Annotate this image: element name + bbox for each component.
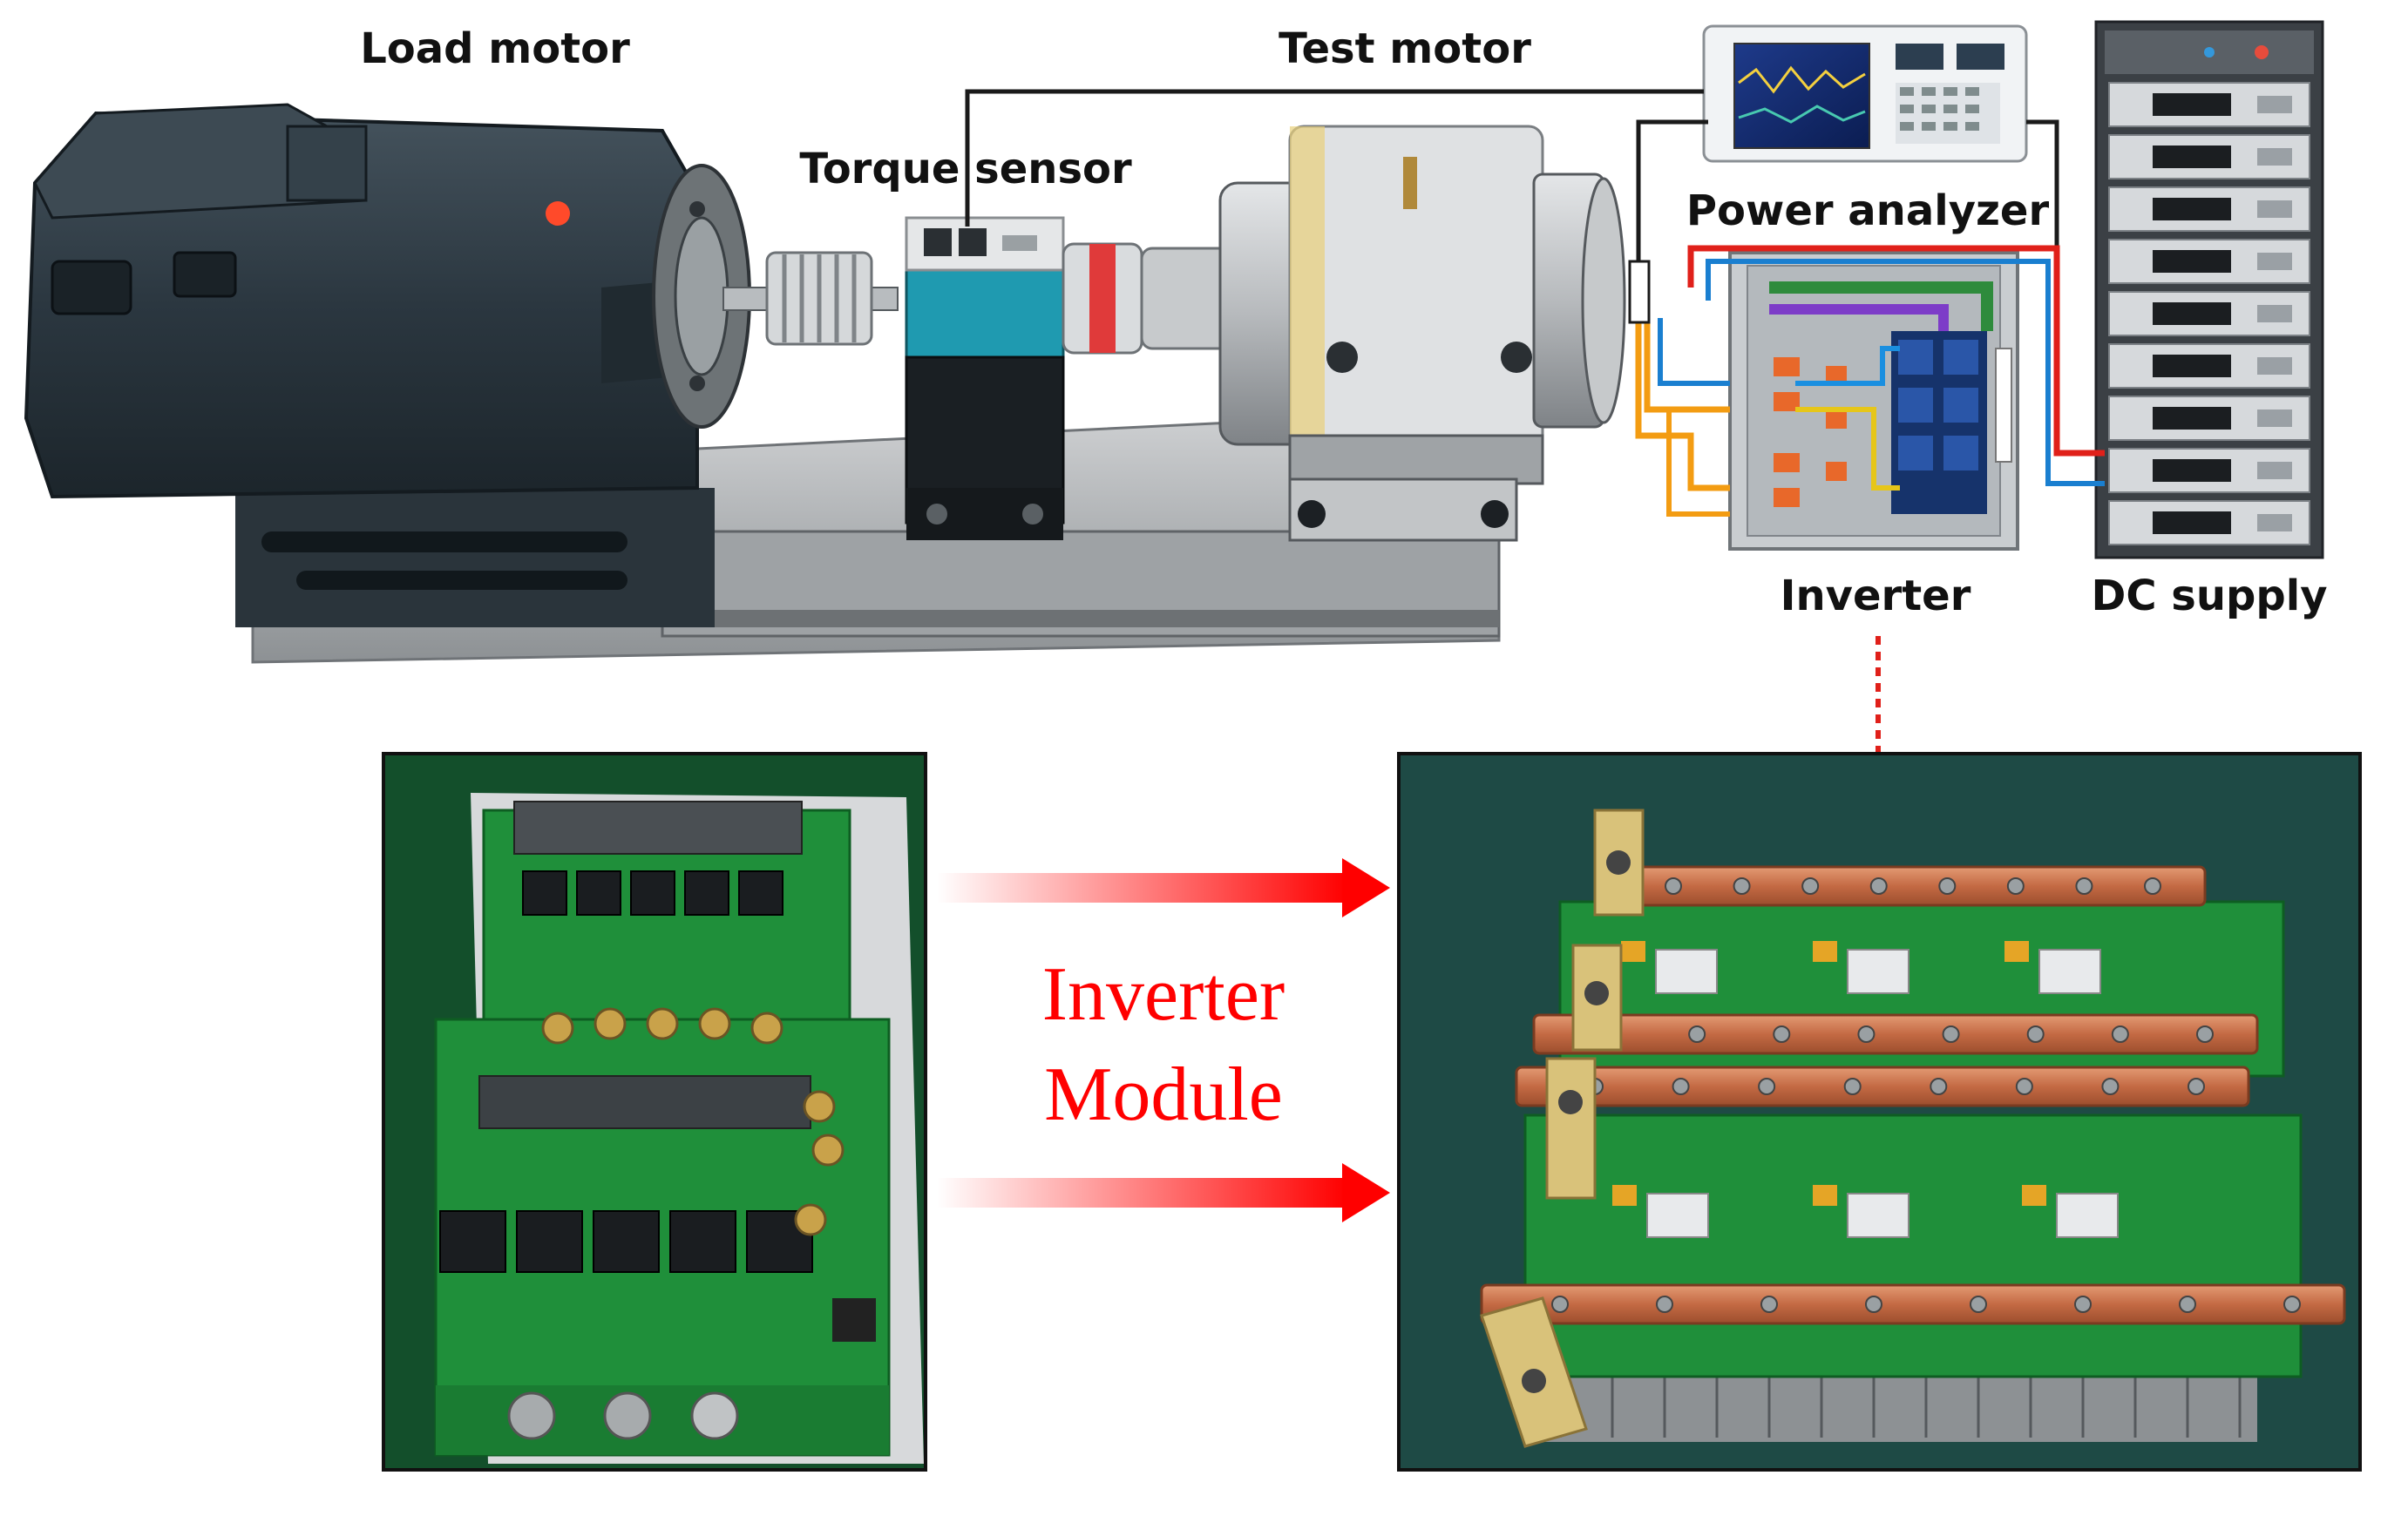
module-connectors	[1612, 941, 2119, 1238]
dc-supply-unit	[2108, 448, 2310, 493]
test-bench-photo	[24, 103, 1626, 664]
module-capacitor	[2004, 941, 2029, 962]
copper-busbar	[1515, 1066, 2250, 1107]
arrow-lower-head	[1342, 1163, 1390, 1222]
pcb-top-transistors	[522, 870, 783, 916]
caption-inverter-module-line1: Inverter	[1042, 952, 1285, 1037]
power-analyzer	[1702, 24, 2028, 163]
label-power-analyzer: Power analyzer	[1686, 186, 2050, 235]
pcb-bottom-transistors	[439, 1210, 813, 1273]
torque-sensor	[905, 216, 1065, 540]
pcb-standoff	[794, 1203, 827, 1236]
shaft-coupling-right	[1062, 242, 1238, 355]
pcb-transistor	[684, 870, 729, 916]
label-dc-supply: DC supply	[2092, 572, 2328, 620]
inverter-box	[1728, 251, 2019, 551]
load-motor	[24, 103, 751, 627]
module-capacitor	[1612, 1185, 1637, 1206]
pcb-photo	[382, 752, 927, 1472]
module-photo	[1397, 752, 2362, 1472]
pcb-standoff	[594, 1007, 627, 1040]
module-copper-busbars	[1480, 865, 2346, 1325]
dc-supply-unit	[2108, 291, 2310, 336]
pcb-standoff	[541, 1012, 574, 1045]
pcb-transistor	[522, 870, 567, 916]
dc-supply-units	[2108, 82, 2310, 545]
label-load-motor: Load motor	[360, 24, 630, 73]
pcb-standoff	[698, 1007, 731, 1040]
dc-supply-unit	[2108, 186, 2310, 232]
module-terminal-tabs	[1480, 809, 1645, 1448]
arrows	[937, 858, 1390, 1222]
dc-supply-unit	[2108, 343, 2310, 389]
pcb-transistor	[669, 1210, 736, 1273]
test-motor	[1218, 125, 1626, 542]
dc-supply-unit	[2108, 82, 2310, 127]
module-connector	[1847, 1193, 1909, 1238]
copper-busbar	[1593, 865, 2207, 907]
pcb-transistor	[439, 1210, 506, 1273]
module-capacitor	[1813, 941, 1837, 962]
shaft-coupling-left	[722, 251, 899, 346]
label-torque-sensor: Torque sensor	[799, 145, 1132, 193]
caption-inverter-module-line2: Module	[1044, 1052, 1283, 1137]
arrow-lower-shaft	[937, 1178, 1346, 1208]
pcb-standoff	[750, 1012, 783, 1045]
wiring	[965, 89, 2105, 517]
module-connector	[1655, 949, 1718, 994]
pcb-transistor	[576, 870, 621, 916]
label-inverter: Inverter	[1781, 572, 1971, 620]
module-connector	[2056, 1193, 2119, 1238]
dc-supply-unit	[2108, 134, 2310, 179]
module-connector	[1847, 949, 1909, 994]
dc-supply-unit	[2108, 396, 2310, 441]
dc-supply-unit	[2108, 239, 2310, 284]
module-capacitor	[2022, 1185, 2046, 1206]
arrow-upper-shaft	[937, 873, 1346, 903]
copper-busbar	[1532, 1013, 2259, 1055]
power-analyzer-screen	[1733, 43, 1870, 149]
pcb-standoff	[811, 1134, 844, 1167]
module-capacitor	[1813, 1185, 1837, 1206]
pcb-standoff	[646, 1007, 679, 1040]
dc-supply-unit	[2108, 500, 2310, 545]
module-capacitor	[1621, 941, 1645, 962]
pcb-transistor	[593, 1210, 660, 1273]
pcb-transistor	[738, 870, 783, 916]
pcb-transistor	[630, 870, 675, 916]
label-test-motor: Test motor	[1279, 24, 1531, 73]
pcb-transistor	[516, 1210, 583, 1273]
module-connector	[1646, 1193, 1709, 1238]
copper-busbar	[1480, 1283, 2346, 1325]
pcb-standoff	[803, 1090, 836, 1123]
arrow-upper-head	[1342, 858, 1390, 917]
module-connector	[2038, 949, 2101, 994]
